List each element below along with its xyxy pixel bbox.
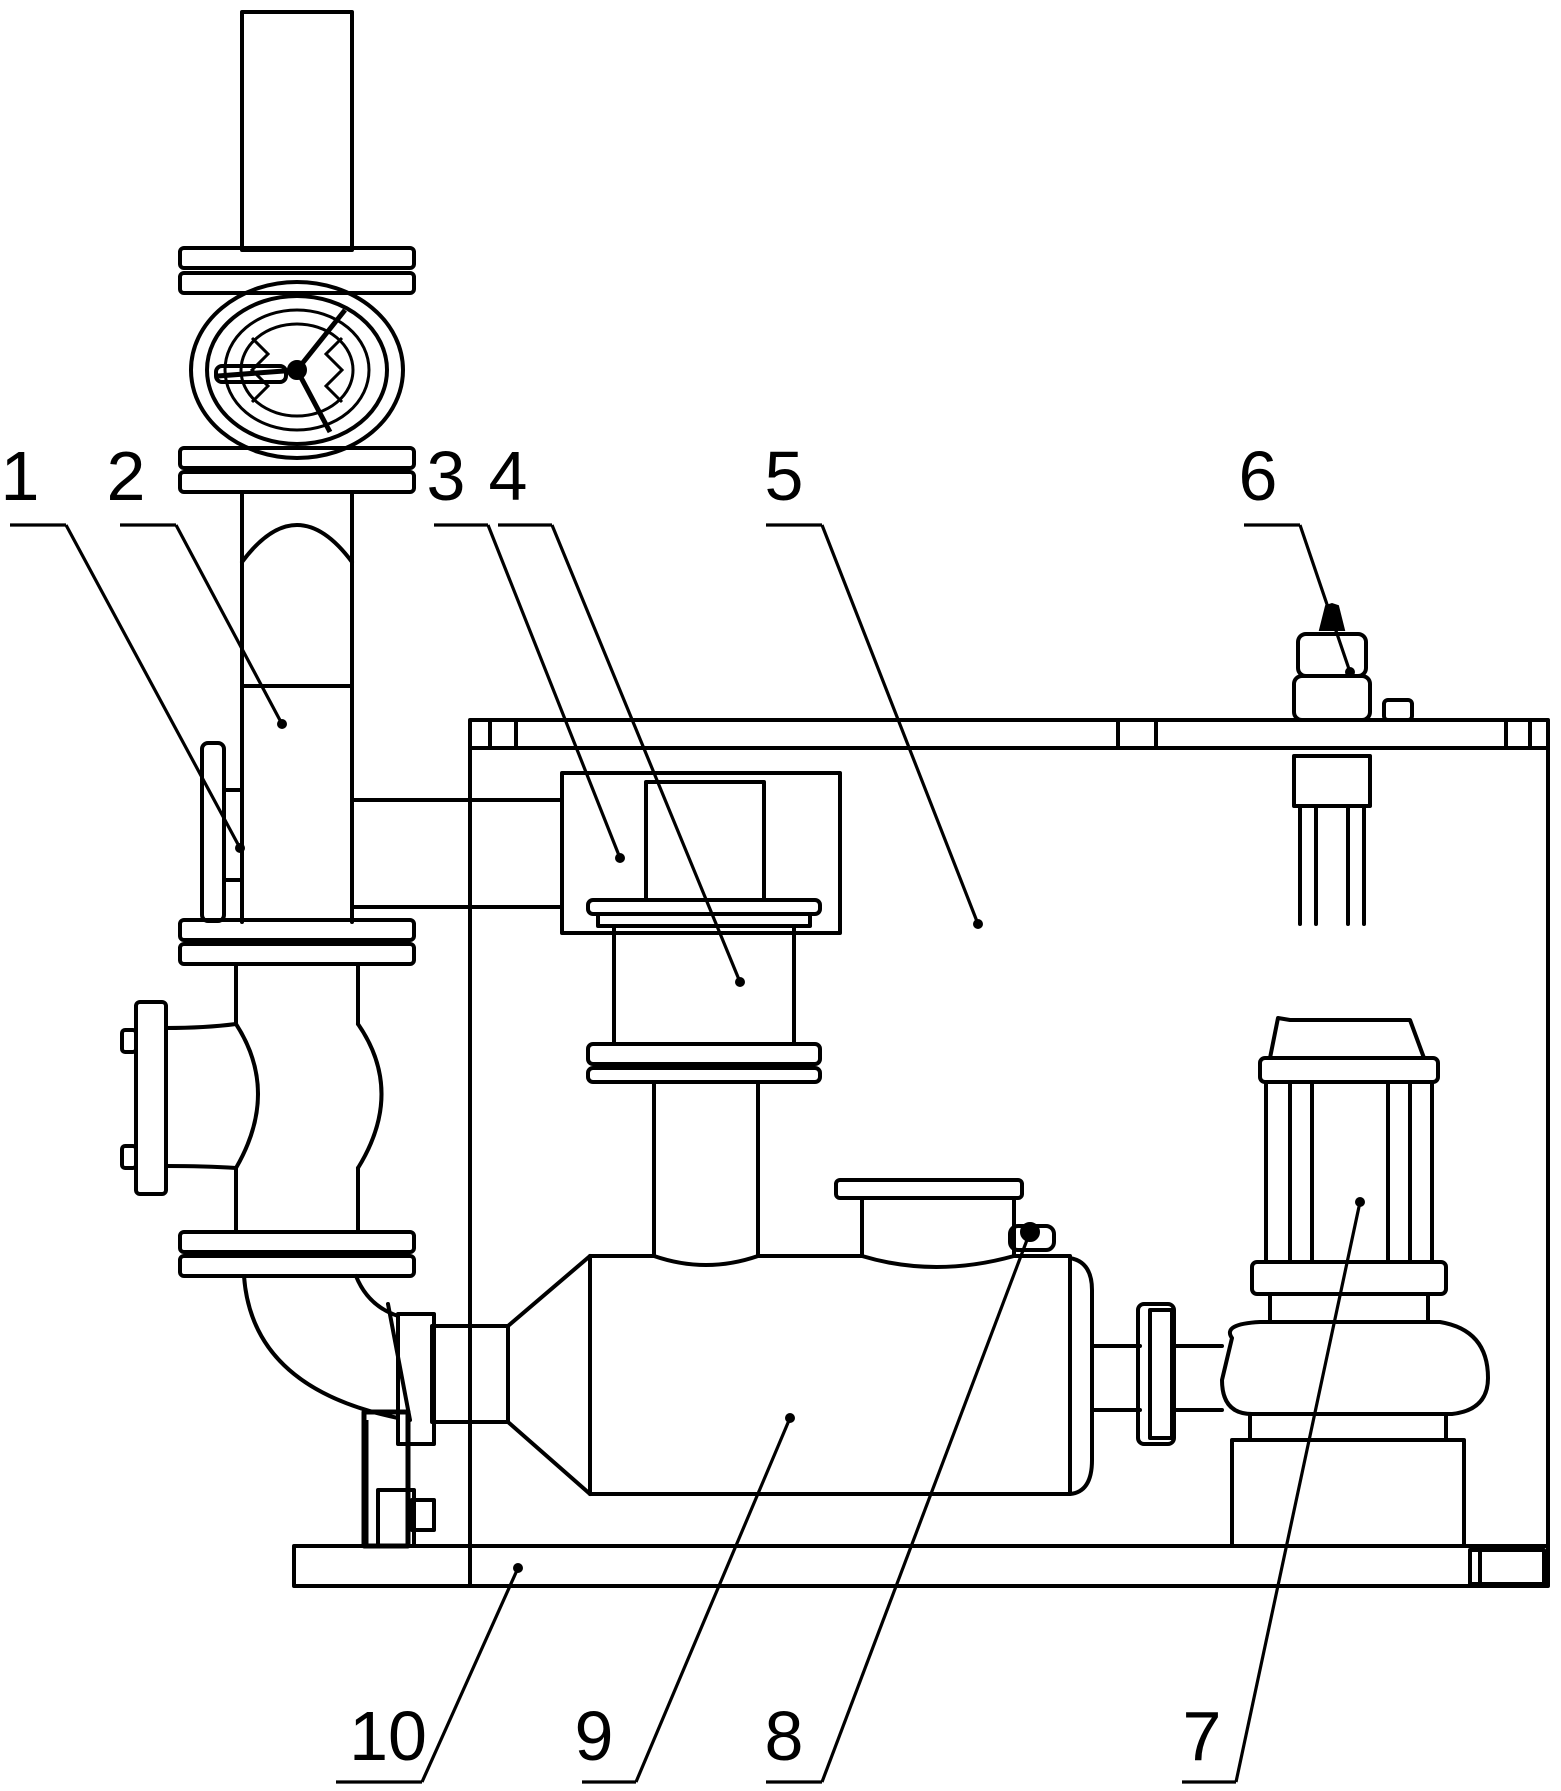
callout-1: 1 bbox=[1, 437, 40, 515]
outlet-pipe bbox=[178, 10, 416, 295]
submersible-pump bbox=[1220, 1016, 1490, 1548]
inlet-box bbox=[560, 771, 842, 935]
callout-7: 7 bbox=[1183, 1697, 1222, 1775]
callout-6: 6 bbox=[1239, 437, 1278, 515]
tee-fitting bbox=[120, 962, 416, 1420]
callout-8: 8 bbox=[765, 1697, 804, 1775]
pump-connection bbox=[1090, 1302, 1224, 1446]
separator-vessel bbox=[396, 1178, 1094, 1496]
callout-4: 4 bbox=[489, 437, 528, 515]
callout-9: 9 bbox=[575, 1697, 614, 1775]
callout-10: 10 bbox=[349, 1697, 427, 1775]
callout-2: 2 bbox=[107, 437, 146, 515]
vent-pipe bbox=[586, 898, 822, 1258]
level-sensor bbox=[1292, 602, 1414, 926]
callout-labels: 1 2 3 4 5 6 7 8 9 10 bbox=[1, 437, 1278, 1775]
callout-3: 3 bbox=[427, 437, 466, 515]
base-frame bbox=[292, 1544, 1550, 1588]
callout-5: 5 bbox=[765, 437, 804, 515]
leader-lines bbox=[10, 523, 1365, 1784]
gate-valve bbox=[189, 280, 405, 460]
support-bracket bbox=[361, 1302, 436, 1549]
